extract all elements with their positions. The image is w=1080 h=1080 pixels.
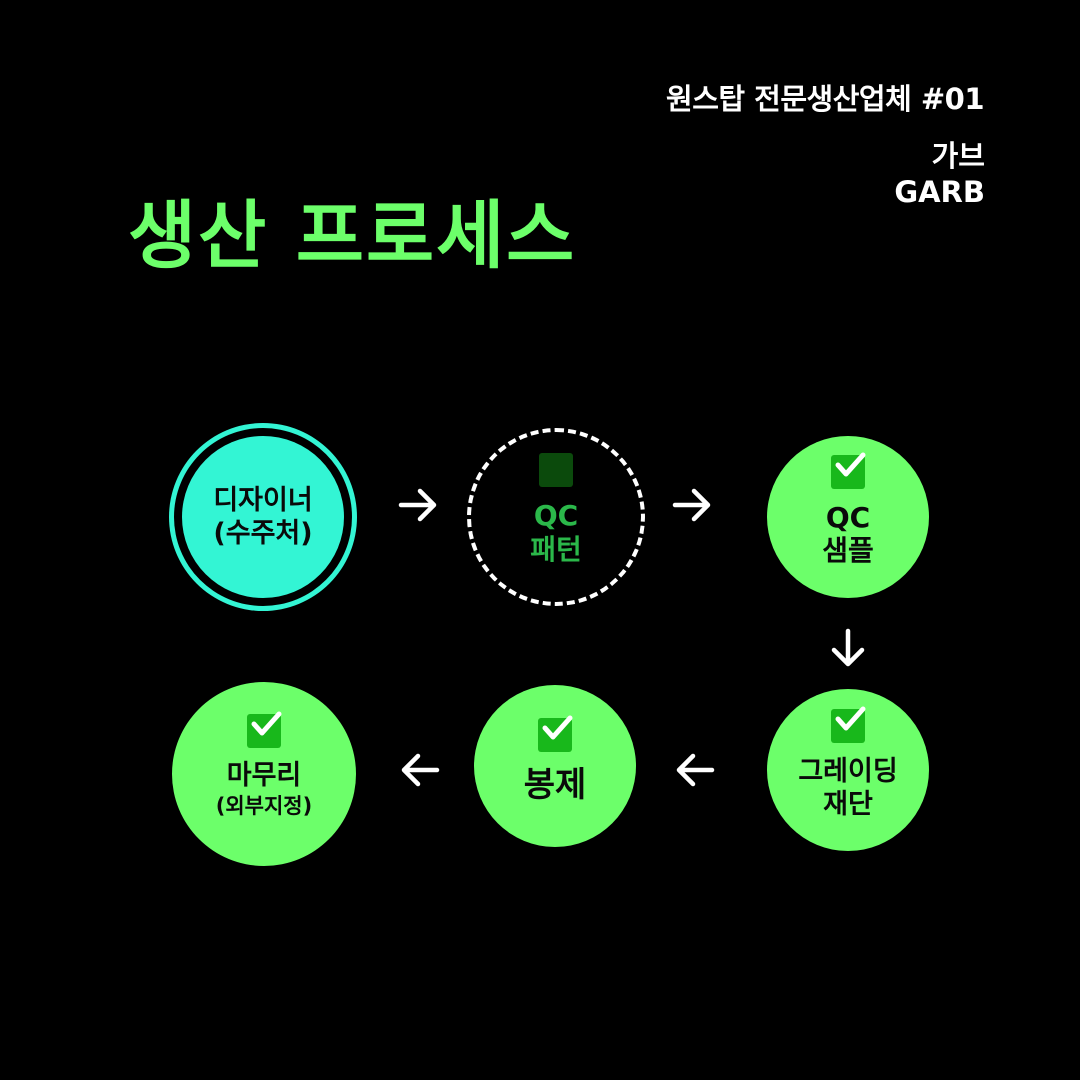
step-qc-sample: QC 샘플 xyxy=(767,436,929,598)
arrow-down-icon xyxy=(831,628,865,667)
step-designer: 디자이너 (수주처) xyxy=(182,436,344,598)
step-designer-label: 디자이너 xyxy=(213,485,313,516)
step-grading-cutting: 그레이딩 재단 xyxy=(767,689,929,851)
arrow-right-icon xyxy=(398,488,437,522)
step-qc-sample-sublabel: 샘플 xyxy=(822,534,874,567)
checkbox-checked-icon xyxy=(831,452,866,489)
step-qc-pattern-label: QC xyxy=(533,499,579,532)
step-cutting-label: 재단 xyxy=(823,789,873,820)
step-designer-sublabel: (수주처) xyxy=(213,518,313,549)
brand-name-english: GARB xyxy=(894,175,985,209)
brand-name: 가브 GARB xyxy=(894,138,985,210)
step-qc-pattern-sublabel: 패턴 xyxy=(530,533,582,566)
step-finishing-label: 마무리 xyxy=(226,760,302,791)
step-finishing: 마무리 (외부지정) xyxy=(172,682,356,866)
step-sewing-label: 봉제 xyxy=(523,765,587,805)
brand-name-korean: 가브 xyxy=(931,139,985,173)
step-qc-sample-label: QC xyxy=(825,501,871,534)
arrow-right-icon xyxy=(672,488,711,522)
arrow-left-icon xyxy=(401,753,440,787)
page-title: 생산 프로세스 xyxy=(128,193,577,279)
checkbox-checked-icon xyxy=(538,715,573,752)
checkbox-checked-icon xyxy=(247,711,282,748)
arrow-left-icon xyxy=(676,753,715,787)
step-qc-pattern: QC 패턴 xyxy=(467,428,645,606)
series-label: 원스탑 전문생산업체 #01 xyxy=(666,82,984,116)
step-sewing: 봉제 xyxy=(474,685,636,847)
step-grading-label: 그레이딩 xyxy=(798,756,898,787)
step-finishing-sublabel: (외부지정) xyxy=(215,794,313,818)
checkbox-empty-icon xyxy=(539,453,573,487)
checkbox-checked-icon xyxy=(831,706,866,743)
